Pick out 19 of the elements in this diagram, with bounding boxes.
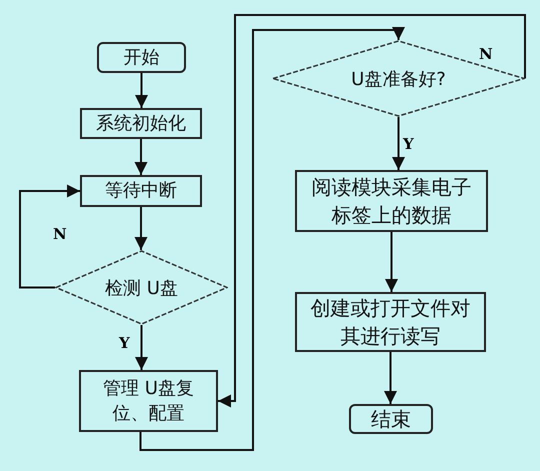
arrow xyxy=(135,325,148,370)
arrow xyxy=(384,352,397,404)
terminal-box: 开始 xyxy=(97,42,186,73)
arrow xyxy=(134,139,148,175)
process-box: 创建或打开文件对其进行读写 xyxy=(295,292,486,352)
arrow xyxy=(135,73,148,108)
decision-text: U盘准备好? xyxy=(351,68,446,90)
process-box: 等待中断 xyxy=(80,175,202,207)
arrow xyxy=(134,207,148,250)
process-box: 阅读模块采集电子标签上的数据 xyxy=(295,170,488,232)
process-box: 管理 U盘复位、配置 xyxy=(79,370,218,432)
arrow xyxy=(218,14,526,408)
arrow xyxy=(140,27,405,451)
arrow xyxy=(392,117,405,170)
arrow xyxy=(385,232,398,292)
process-box: 系统初始化 xyxy=(80,108,202,139)
arrow xyxy=(19,184,80,288)
terminal-box: 结束 xyxy=(349,404,433,434)
decision-text: 检测 U盘 xyxy=(105,276,178,300)
